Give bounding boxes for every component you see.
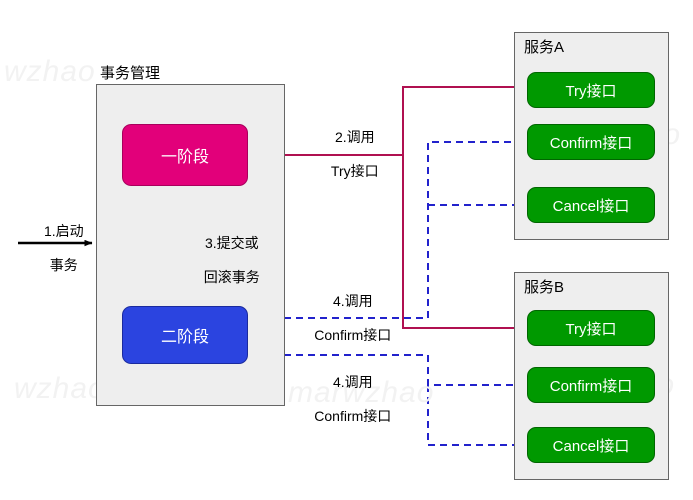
node-phase-two[interactable]: 二阶段 — [122, 306, 248, 364]
edge-label-line: 4.调用 — [332, 374, 373, 390]
edge-confirm-service-a — [248, 138, 524, 319]
edge-label-start-transaction: 1.启动 事务 — [18, 206, 94, 291]
container-title-service-b: 服务B — [524, 279, 565, 296]
edge-cancel-service-b — [427, 385, 524, 449]
container-title-transaction-manager: 事务管理 — [100, 65, 161, 82]
edge-label-call-try: 2.调用 Try接口 — [302, 112, 392, 197]
edge-label-line: Confirm接口 — [314, 327, 392, 343]
edge-label-line: 3.提交或 — [204, 235, 259, 251]
node-phase-one[interactable]: 一阶段 — [122, 124, 248, 186]
edge-label-call-confirm-a: 4.调用 Confirm接口 — [290, 276, 400, 361]
edge-label-line: Confirm接口 — [314, 408, 392, 424]
node-service-a-try[interactable]: Try接口 — [527, 72, 655, 108]
node-service-b-cancel[interactable]: Cancel接口 — [527, 427, 655, 463]
watermark: wzhao — [14, 372, 106, 405]
node-service-a-cancel[interactable]: Cancel接口 — [527, 187, 655, 223]
edge-call-try-service-a — [248, 83, 524, 156]
node-service-b-confirm[interactable]: Confirm接口 — [527, 367, 655, 403]
edge-label-line: 2.调用 — [334, 129, 375, 145]
edge-label-line: 1.启动 — [43, 223, 84, 239]
node-service-b-try[interactable]: Try接口 — [527, 310, 655, 346]
edge-confirm-service-b — [248, 354, 524, 389]
edge-label-line: Try接口 — [330, 163, 379, 179]
node-service-a-confirm[interactable]: Confirm接口 — [527, 124, 655, 160]
edge-label-line: 4.调用 — [332, 293, 373, 309]
edge-label-call-confirm-b: 4.调用 Confirm接口 — [290, 357, 400, 442]
edge-label-commit-rollback: 3.提交或 回滚事务 — [184, 218, 264, 303]
edge-label-line: 事务 — [49, 257, 78, 273]
edge-call-try-service-b — [402, 155, 524, 332]
watermark: marwzhao — [288, 376, 435, 409]
container-title-service-a: 服务A — [524, 39, 565, 56]
edge-label-line: 回滚事务 — [203, 269, 260, 285]
watermark: wzhao — [4, 55, 96, 88]
